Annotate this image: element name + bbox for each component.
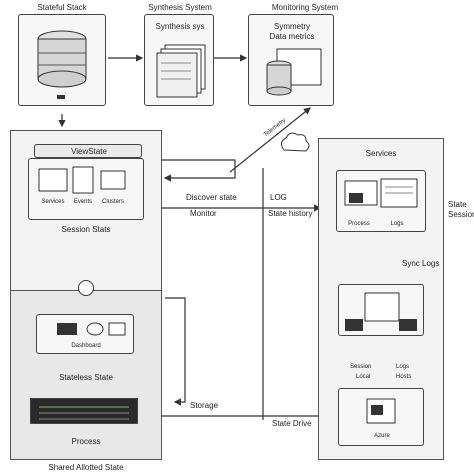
state-drive-label: State Drive: [272, 419, 312, 428]
state-history-label: State history: [268, 209, 313, 218]
monitoring-box-title-1: Symmetry: [274, 22, 310, 31]
azure-box[interactable]: Azure: [338, 388, 424, 446]
synthesis-box-title: Synthesis sys: [155, 22, 205, 31]
monitoring-box-title-2: Data metrics: [269, 32, 315, 41]
sync-icons: [345, 292, 417, 331]
label-stateful-stack: Stateful Stack: [37, 3, 87, 12]
services-title: Services: [365, 149, 397, 158]
viewstate-panel[interactable]: Services Events Clusters: [28, 158, 144, 220]
mid-icon-label-logs: Logs: [396, 364, 410, 370]
synthesis-system-box[interactable]: Synthesis sys: [144, 14, 214, 106]
document-stack-icon: [156, 44, 206, 98]
database-icon: [37, 30, 87, 99]
arrow-discover: [145, 159, 236, 182]
label-synthesis-system: Synthesis System: [148, 3, 212, 12]
arrow-diagonal-monitoring: [229, 107, 311, 173]
server-caption: Process: [71, 437, 101, 446]
viewstate-icon-label-services: Services: [41, 199, 65, 205]
label-monitoring-system: Monitoring System: [271, 3, 339, 12]
azure-caption: Azure: [374, 433, 390, 439]
monitor-database-icon: [266, 48, 322, 96]
log-label: LOG: [270, 193, 287, 202]
stateful-stack-box[interactable]: [18, 14, 106, 106]
storage-label: Storage: [190, 401, 219, 410]
sync-box[interactable]: [338, 284, 424, 336]
mid-icon-label-hosts: Hosts: [396, 374, 412, 380]
mid-icon-label-session: Session: [350, 364, 372, 370]
service-icons: [38, 166, 126, 194]
services-icon-label-logs: Logs: [390, 221, 404, 227]
server-rack[interactable]: [30, 398, 138, 424]
document-icon: [366, 398, 396, 424]
monitor-label: Monitor: [190, 209, 217, 218]
discover-state-label: Discover state: [186, 193, 237, 202]
server-icon: [39, 406, 129, 420]
mid-icon-label-local: Local: [356, 374, 371, 380]
dashboard-icons: [57, 322, 126, 336]
services-box[interactable]: Process Logs: [336, 170, 426, 232]
sync-logs-label: Sync Logs: [402, 259, 440, 268]
clock-icon: [78, 280, 94, 296]
stateless-state-title: Stateless State: [59, 373, 113, 382]
monitoring-system-box[interactable]: Symmetry Data metrics: [248, 14, 334, 106]
session-stats-caption: Session Stats: [61, 225, 111, 234]
bottom-caption: Shared Allotted State: [48, 463, 124, 472]
viewstate-icon-label-clusters: Clusters: [101, 199, 125, 205]
viewstate-icon-label-events: Events: [73, 199, 93, 205]
process-logs-icons: [344, 178, 418, 208]
arrow-storage: [165, 297, 186, 406]
cloud-icon: [280, 132, 310, 152]
viewstate-header[interactable]: ViewState: [34, 144, 142, 158]
services-icon-label-process: Process: [348, 221, 370, 227]
viewstate-title: ViewState: [71, 147, 107, 156]
dashboard-box[interactable]: Dashboard: [36, 314, 134, 354]
dashboard-caption: Dashboard: [71, 343, 101, 349]
state-session-side-label: State Session: [448, 200, 474, 219]
